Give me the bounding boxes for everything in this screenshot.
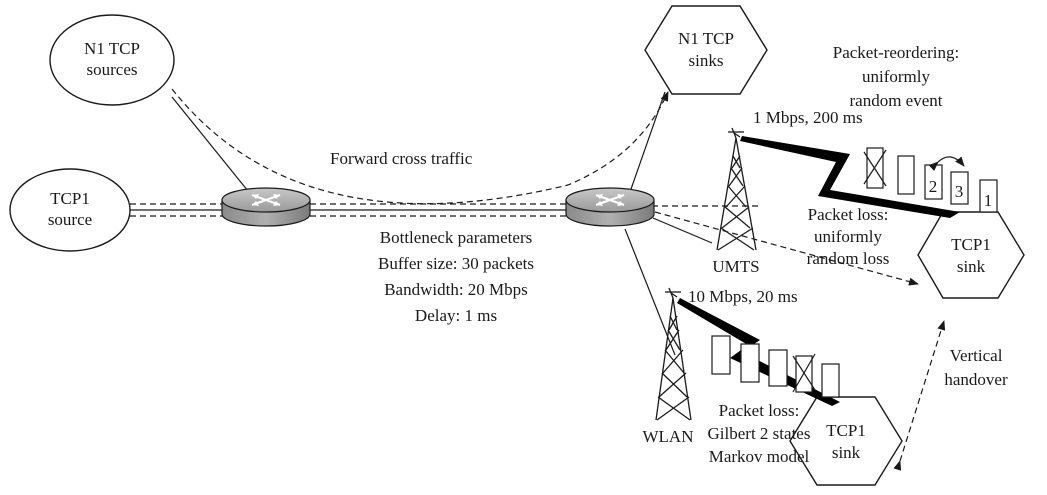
packet-1 [979,179,998,213]
forward-cross-traffic-flow [171,88,669,205]
packet [821,363,840,398]
tcp1-sink-wlan-line2: sink [832,443,861,462]
n1-tcp-sinks-node: N1 TCP sinks [644,5,768,95]
umts-name-label: UMTS [712,257,759,276]
packet [711,335,731,375]
wlan-link-label: 10 Mbps, 20 ms [688,287,798,306]
packet [740,343,760,383]
umts-loss-line3: random loss [807,249,890,268]
link-router2-sinks [629,91,666,193]
n1-sources-line2: sources [87,60,138,79]
reordering-swap-arrow [928,156,965,172]
wlan-loss-line3: Markov model [709,447,810,466]
router-icon [565,187,655,227]
packet-1-label: 1 [984,191,993,210]
vertical-handover-arrow [893,320,946,471]
wlan-packets [711,335,840,398]
packet-3 [950,171,969,205]
link-router2-wlan [624,228,676,356]
wlan-loss-line1: Packet loss: [719,401,800,420]
n1-sinks-line2: sinks [689,51,724,70]
umts-loss-line1: Packet loss: [808,205,889,224]
reordering-line1: Packet-reordering: [833,43,960,62]
umts-wireless-bolt-icon [740,136,960,218]
n1-sinks-line1: N1 TCP [678,29,734,48]
reordering-line2: uniformly [862,67,930,86]
wlan-loss-line2: Gilbert 2 states [708,424,811,443]
lost-packet-cross-icon [792,355,816,391]
reordering-line3: random event [850,91,943,110]
link-router2-umts [652,217,713,244]
handover-line2: handover [944,370,1008,389]
tcp1-source-node: TCP1 source [9,168,131,252]
lost-packet-cross-icon [863,149,887,185]
tcp1-source-line2: source [48,210,92,229]
packet [768,349,788,387]
bottleneck-buffer: Buffer size: 30 packets [378,254,534,273]
link-sources-router1 [171,96,249,192]
n1-tcp-sources-node: N1 TCP sources [49,14,175,106]
packet-2-label: 2 [929,177,938,196]
bottleneck-title: Bottleneck parameters [380,228,532,247]
tcp1-sink-wlan-line1: TCP1 [826,421,866,440]
umts-antenna-tower-icon [716,127,757,251]
bottleneck-delay: Delay: 1 ms [415,306,497,325]
wlan-wireless-bolt-icon [677,298,840,406]
bottleneck-bandwidth: Bandwidth: 20 Mbps [384,280,528,299]
wlan-antenna-tower-icon [655,287,692,421]
umts-packets: 2 3 1 [863,147,998,213]
tcp1-source-line1: TCP1 [50,189,90,208]
router-icon [221,187,311,227]
n1-sources-line1: N1 TCP [84,39,140,58]
wlan-name-label: WLAN [643,427,694,446]
handover-line1: Vertical [950,346,1003,365]
tcp1-flow-to-umts-sink [654,211,919,286]
tcp1-sink-umts-line1: TCP1 [951,235,991,254]
tcp1-sink-umts-line2: sink [957,257,986,276]
umts-link-label: 1 Mbps, 200 ms [753,108,863,127]
umts-loss-line2: uniformly [814,227,882,246]
lost-packet-cross-icon [863,151,887,187]
forward-cross-traffic-label: Forward cross traffic [330,149,473,168]
tcp1-sink-wlan-node: TCP1 sink [789,396,903,486]
packet-3-label: 3 [955,182,964,201]
packet [897,155,915,195]
tcp1-sink-umts-node: TCP1 sink [917,211,1025,299]
